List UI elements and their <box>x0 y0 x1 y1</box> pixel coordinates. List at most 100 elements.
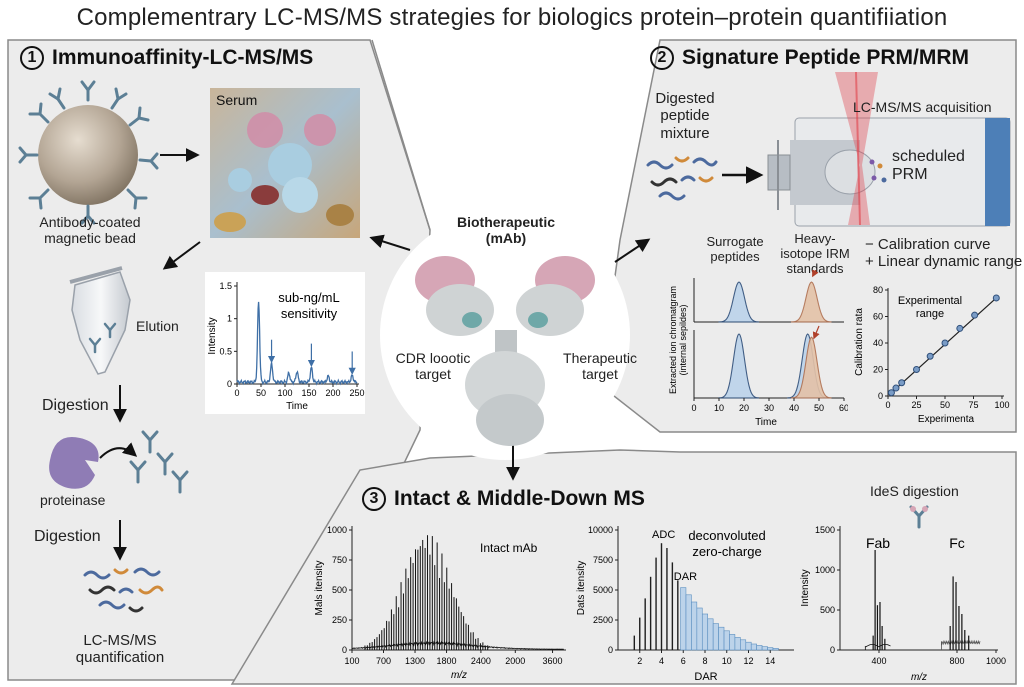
dar-bar <box>660 543 663 650</box>
dar-bar <box>649 576 652 650</box>
digested-label: Digested peptide mixture <box>640 90 730 142</box>
x-axis-label: DAR <box>694 671 717 683</box>
x-axis-label: Experimenta <box>918 414 975 425</box>
dar-bar <box>671 562 674 650</box>
surrogate-line2: peptides <box>710 248 760 264</box>
center-label-line2: (mAb) <box>485 230 527 247</box>
therapeutic-target-line1: Therapeutic <box>563 350 637 366</box>
calibration-line1: − Calibration curve <box>865 236 991 253</box>
x-tick-label: 0 <box>691 403 696 413</box>
digested-line2: peptide <box>660 107 710 125</box>
antibody-structure <box>415 256 595 446</box>
heavy-arrow-top <box>812 270 819 278</box>
bead-label-line2: magnetic bead <box>44 230 136 247</box>
dar-bar <box>691 601 698 651</box>
panel-1-number: 1 <box>20 46 44 70</box>
dar-bar <box>702 613 709 651</box>
y-tick-label: 1.5 <box>219 281 232 291</box>
x-tick-label: 10 <box>714 403 724 413</box>
y-tick-label: 0 <box>830 645 835 655</box>
sensitivity-annotation-line1: sub-ng/mL <box>278 290 339 305</box>
dar-bar <box>756 645 763 651</box>
xic-peak-0-1 <box>790 281 832 323</box>
y-tick-label: 40 <box>873 338 883 348</box>
x-tick-label: 3600 <box>543 656 563 666</box>
x-tick-label: 700 <box>376 656 391 666</box>
calibration-point <box>892 384 900 392</box>
elution-label: Elution <box>136 318 179 334</box>
x-axis-label: m/z <box>451 670 467 681</box>
y-tick-label: 0 <box>878 391 883 401</box>
x-tick-label: 50 <box>256 388 266 398</box>
x-tick-label: 150 <box>301 388 316 398</box>
x-tick-label: 0 <box>885 400 890 410</box>
x-tick-label: 25 <box>911 400 921 410</box>
magnetic-bead-icon <box>18 80 159 225</box>
calibration-label: − Calibration curve + Linear dynamic ran… <box>865 236 1022 271</box>
y-axis-label: Mals itensity <box>314 560 325 615</box>
y-tick-label: 80 <box>873 285 883 295</box>
ides-label: IdeS digestion <box>870 483 959 499</box>
antibody-fragments-icon <box>129 430 189 494</box>
y-tick-label: 250 <box>332 615 347 625</box>
y-tick-label: 1 <box>227 314 232 324</box>
y-axis-label: Intensity <box>207 317 218 354</box>
dar-bar <box>767 647 774 651</box>
x-tick-label: 1000 <box>986 656 1006 666</box>
scheduled-line1: scheduled <box>892 148 965 165</box>
x-tick-label: 400 <box>871 656 886 666</box>
x-tick-label: 75 <box>968 400 978 410</box>
arrow-center-to-panel1 <box>369 234 411 251</box>
proteinase-label: proteinase <box>40 492 106 508</box>
x-tick-label: 0 <box>234 388 239 398</box>
ides-antibody-icon <box>909 505 929 529</box>
digestion-label-1: Digestion <box>42 397 109 414</box>
serum-image <box>210 88 360 238</box>
digestion-label-2: Digestion <box>34 528 101 545</box>
x-tick-label: 100 <box>277 388 292 398</box>
x-tick-label: 800 <box>949 656 964 666</box>
dar-bar <box>712 623 719 651</box>
x-tick-label: 100 <box>994 400 1009 410</box>
x-axis-label: Time <box>286 401 308 412</box>
y-tick-label: 500 <box>820 605 835 615</box>
y-tick-label: 750 <box>332 555 347 565</box>
x-tick-label: 8 <box>702 656 707 666</box>
deconvoluted-line2: zero-charge <box>692 544 761 559</box>
dar-bar <box>680 587 687 651</box>
chromatogram-trace <box>236 301 358 386</box>
peptides-icon <box>83 567 164 613</box>
serum-label: Serum <box>216 92 258 108</box>
bead-label: Antibody-coated magnetic bead <box>20 214 160 246</box>
calibration-point <box>956 324 964 332</box>
dar-bar <box>685 594 692 651</box>
xic-peak-0-0 <box>718 281 760 323</box>
y-tick-label: 10000 <box>588 525 613 535</box>
x-axis-label: Time <box>755 417 777 428</box>
digested-line1: Digested <box>655 90 715 107</box>
y-tick-label: 500 <box>332 585 347 595</box>
dar-bar <box>761 646 768 651</box>
x-tick-label: 2 <box>637 656 642 666</box>
dar-bar <box>666 548 668 650</box>
peptide-mixture-icon <box>646 156 718 201</box>
mass-spectrometer-icon <box>767 117 1011 227</box>
calibration-line2: + Linear dynamic range <box>865 253 1023 271</box>
y-tick-label: 5000 <box>593 585 613 595</box>
arrow-center-to-panel2 <box>614 238 651 263</box>
elution-tube-icon <box>69 266 131 375</box>
x-tick-label: 60 <box>839 403 848 413</box>
panel-2-number: 2 <box>650 46 674 70</box>
y-tick-label: 1000 <box>327 525 347 535</box>
dar-bar <box>655 557 657 650</box>
center-label-line1: Biotherapeutic <box>456 214 555 230</box>
y-tick-label: 0.5 <box>219 346 232 356</box>
y-tick-label: 20 <box>873 365 883 375</box>
calibration-point <box>887 389 895 397</box>
dar-bar <box>734 637 741 651</box>
panel-3-number: 3 <box>362 487 386 511</box>
